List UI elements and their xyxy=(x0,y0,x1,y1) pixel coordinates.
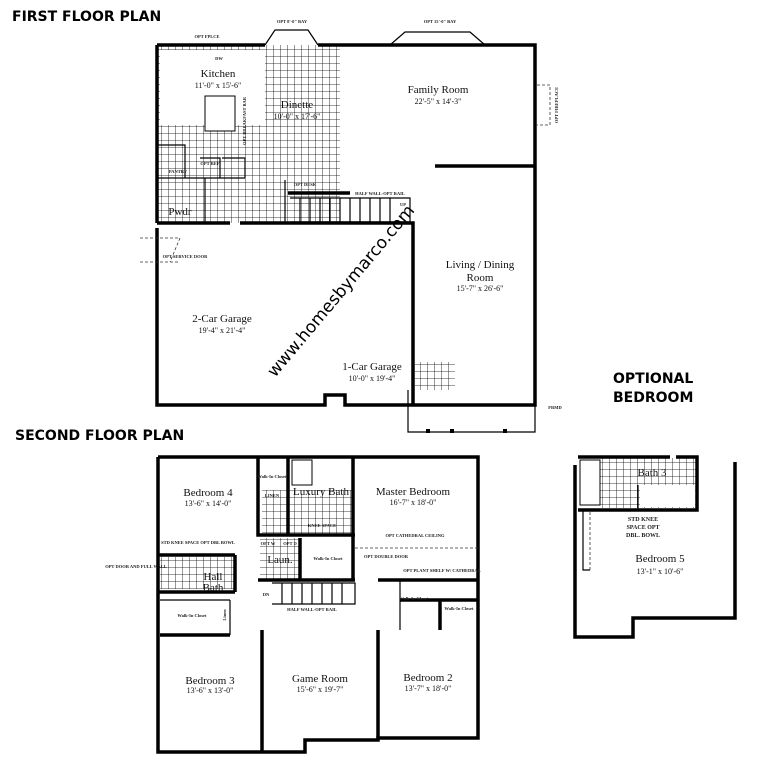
note-linen: LINEN xyxy=(265,493,280,498)
hall-bath-label-line2: Bath xyxy=(203,582,224,594)
note-opt-door: OPT DOOR AND FULL WALL xyxy=(105,564,167,569)
optional-bedroom-plan: Bath 3 Bedroom 5 13'-1" x 10'-6" STD KNE… xyxy=(573,455,737,639)
luxury-bath-label: Luxury Bath xyxy=(293,486,349,498)
bedroom4-label: Bedroom 4 xyxy=(183,487,233,499)
dinette-dimensions: 10'-0" x 17'-6" xyxy=(274,112,321,121)
upstairs-stairs xyxy=(272,582,356,605)
note-dw: DW xyxy=(215,56,223,61)
watermark: www.homesbymarco.com xyxy=(264,201,420,381)
note-pantry: PANTRY xyxy=(169,169,188,174)
note-opt-double-door: OPT DOUBLE DOOR xyxy=(364,554,409,559)
note-up: UP xyxy=(400,202,406,207)
note-std-knee-3: DBL. BOWL xyxy=(626,533,660,539)
note-walkin-bed2a: Walk-In Closet xyxy=(399,596,429,601)
kitchen-label: Kitchen xyxy=(201,68,236,80)
living-dining-dimensions: 15'-7" x 26'-6" xyxy=(457,284,504,293)
note-half-wall: HALF WALL-OPT RAIL xyxy=(355,191,405,196)
note-breakfast-bar: OPT BREAKFAST BAR xyxy=(242,96,247,145)
note-walkin-bed2b: Walk-In Closet xyxy=(444,606,474,611)
large-bay xyxy=(389,31,486,46)
living-dining-label-line2: Room xyxy=(467,272,494,284)
bedroom4-dimensions: 13'-6" x 14'-0" xyxy=(185,499,232,508)
note-knee-space: KNEE SPACE xyxy=(308,523,336,528)
kitchen-island xyxy=(204,95,236,132)
note-walkin-bed3: Walk-In Closet xyxy=(177,613,207,618)
first-floor-plan: Kitchen 11'-0" x 15'-6" Dinette 10'-0" x… xyxy=(140,19,562,433)
game-room-dimensions: 15'-6" x 19'-7" xyxy=(297,685,344,694)
bedroom3-label: Bedroom 3 xyxy=(185,675,235,687)
bedroom2-dimensions: 13'-7" x 18'-0" xyxy=(405,684,452,693)
note-std-knee-2: SPACE OPT xyxy=(626,525,659,531)
note-opt-bay-large: OPT 15'-0" BAY xyxy=(424,19,457,24)
note-walkin-master: Walk-In Closet xyxy=(313,556,343,561)
two-car-garage-label: 2-Car Garage xyxy=(192,313,252,325)
game-room-label: Game Room xyxy=(292,673,348,685)
small-bay xyxy=(264,29,319,46)
note-opt-desk: OPT DESK xyxy=(294,182,317,187)
bedroom2-label: Bedroom 2 xyxy=(403,672,452,684)
second-floor-title: SECOND FLOOR PLAN xyxy=(15,428,184,444)
note-std-knee-1: STD KNEE xyxy=(628,517,658,523)
bedroom5-dimensions: 13'-1" x 10'-6" xyxy=(637,567,684,576)
bath3-label: Bath 3 xyxy=(637,467,667,479)
note-opt-cathedral: OPT CATHEDRAL CEILING xyxy=(385,533,445,538)
one-car-garage-dimensions: 10'-0" x 19'-4" xyxy=(349,374,396,383)
optional-bedroom-title-line2: BEDROOM xyxy=(613,390,693,406)
note-service-door: OPT SERVICE DOOR xyxy=(163,254,209,259)
note-opt-ref: OPT REF xyxy=(200,161,220,166)
bedroom3-dimensions: 13'-6" x 13'-0" xyxy=(187,686,234,695)
porch xyxy=(407,390,536,433)
powder-room-label: Pwdr xyxy=(168,206,192,218)
note-opt-d: OPT D xyxy=(283,541,297,546)
note-std-knee: STD KNEE SPACE OPT DBL BOWL xyxy=(161,540,235,545)
two-car-garage-dimensions: 19'-4" x 21'-4" xyxy=(199,326,246,335)
one-car-garage-label: 1-Car Garage xyxy=(342,361,402,373)
note-walkin-bed4: Walk-In Closet xyxy=(257,474,287,479)
note-frmd: FRMD xyxy=(548,405,562,410)
note-half-wall-2: HALF WALL-OPT RAIL xyxy=(287,607,337,612)
note-opt-fireplace: OPT FIREPLACE xyxy=(554,87,559,123)
master-bedroom-dimensions: 16'-7" x 18'-0" xyxy=(390,498,437,507)
hall-bath-label: Hall xyxy=(204,571,223,583)
living-dining-label: Living / Dining xyxy=(446,259,515,271)
master-bedroom-label: Master Bedroom xyxy=(376,486,451,498)
first-floor-title: FIRST FLOOR PLAN xyxy=(12,9,161,25)
dinette-label: Dinette xyxy=(281,99,313,111)
note-dn: DN xyxy=(263,592,270,597)
family-room-label: Family Room xyxy=(408,84,469,96)
kitchen-dimensions: 11'-0" x 15'-6" xyxy=(195,81,241,90)
note-opt-fplce: OPT FPLCE xyxy=(194,34,219,39)
note-plant-shelf: OPT PLANT SHELF W/ CATHEDRAL xyxy=(403,568,481,573)
laundry-label: Laun. xyxy=(267,554,293,566)
bedroom5-label: Bedroom 5 xyxy=(635,553,685,565)
note-opt-w: OPT W xyxy=(261,541,276,546)
note-linen-2: Linen xyxy=(222,609,227,621)
note-opt-bay-small: OPT 8'-0" BAY xyxy=(277,19,308,24)
family-room-dimensions: 22'-5" x 14'-3" xyxy=(415,97,462,106)
optional-bedroom-title-line1: OPTIONAL xyxy=(613,371,693,387)
stairs xyxy=(290,197,411,223)
second-floor-plan: Bedroom 4 13'-6" x 14'-0" Luxury Bath Ma… xyxy=(105,455,481,754)
